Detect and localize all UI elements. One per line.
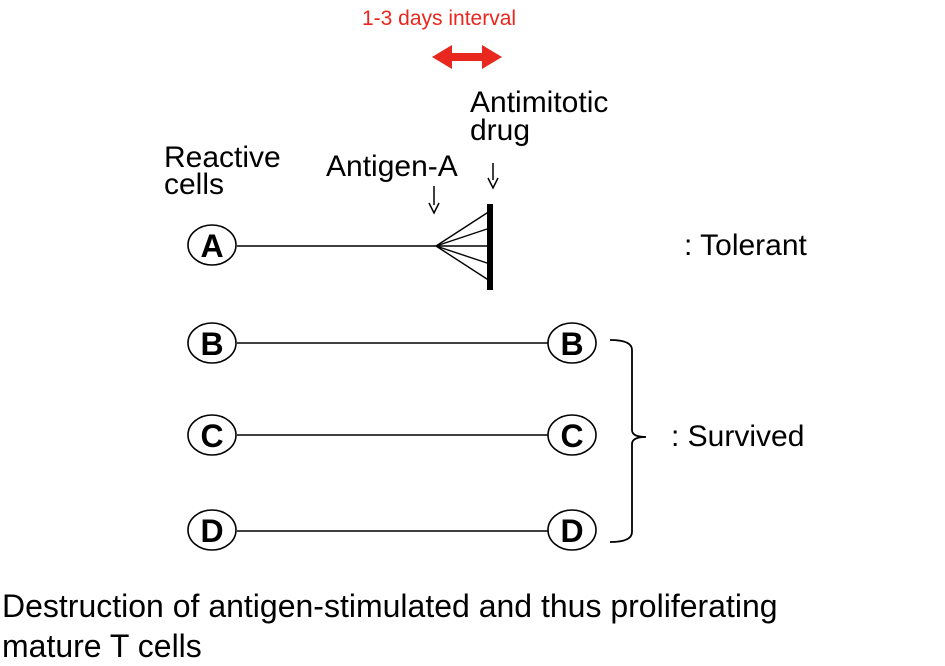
antigen-label: Antigen-A [326, 150, 458, 183]
cell-b-row: B B [187, 322, 597, 364]
survived-label: : Survived [671, 420, 805, 453]
reactive-label-line1: Reactive [164, 141, 281, 174]
cell-b-circle-left [187, 322, 237, 364]
cell-d-circle-right [547, 509, 597, 551]
interval-double-arrow [432, 45, 502, 69]
antigen-arrow [428, 186, 440, 215]
drug-arrow [487, 163, 499, 190]
proliferation-fan [435, 210, 491, 282]
cell-b-letter-right: B [560, 326, 583, 362]
drug-label-line2: drug [470, 114, 531, 147]
figure-caption: Destruction of antigen-stimulated and th… [2, 586, 778, 666]
cell-b-letter-left: B [200, 326, 223, 362]
drug-label-line1: Antimitotic [470, 86, 609, 119]
reactive-label-line2: cells [164, 168, 225, 201]
cell-d-row: D D [187, 509, 597, 551]
survived-brace [609, 339, 647, 543]
cell-d-letter-right: D [560, 513, 583, 549]
cell-c-circle-right [547, 414, 597, 456]
caption-line1: Destruction of antigen-stimulated and th… [2, 588, 778, 624]
cell-c-row: C C [187, 414, 597, 456]
cell-c-letter-left: C [200, 418, 223, 454]
interval-label: 1-3 days interval [362, 7, 517, 30]
cell-d-letter-left: D [200, 513, 223, 549]
cell-a-row: A [187, 204, 493, 290]
cell-d-circle-left [187, 509, 237, 551]
cell-b-circle-right [547, 322, 597, 364]
cell-a-letter: A [200, 228, 223, 264]
cell-c-letter-right: C [560, 418, 583, 454]
caption-line2: mature T cells [2, 628, 202, 664]
tolerant-label: : Tolerant [684, 229, 807, 262]
cell-a-circle [187, 224, 237, 266]
cell-c-circle-left [187, 414, 237, 456]
